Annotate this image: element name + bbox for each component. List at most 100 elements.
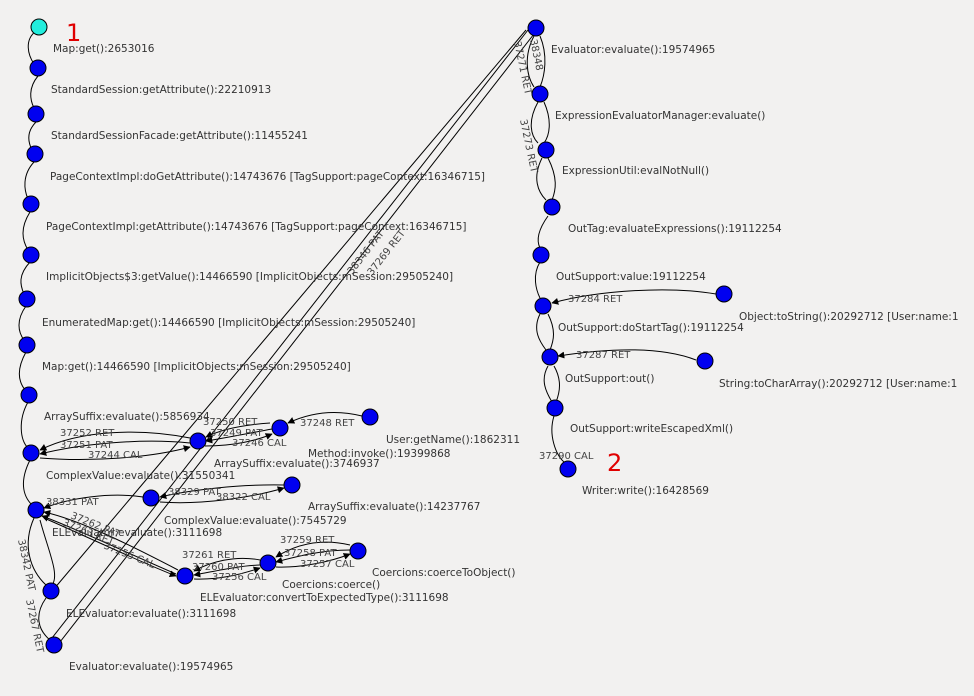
edge-label: 37251 PAT [60, 440, 113, 451]
node-label: PageContextImpl:doGetAttribute():1474367… [50, 171, 485, 183]
graph-node[interactable] [531, 85, 549, 103]
graph-node[interactable] [18, 290, 36, 308]
edge [275, 553, 351, 568]
edge-label: 37261 RET [182, 550, 237, 561]
graph-node[interactable] [42, 582, 60, 600]
graph-node[interactable] [142, 489, 160, 507]
graph-node[interactable] [559, 460, 577, 478]
graph-node[interactable] [259, 554, 277, 572]
edge-label: 37259 RET [280, 535, 335, 546]
edge [39, 519, 56, 586]
edge [24, 161, 35, 200]
graph-node[interactable] [22, 195, 40, 213]
node-label: ArraySuffix:evaluate():3746937 [214, 458, 380, 470]
node-label: OutTag:evaluateExpressions():19112254 [568, 223, 782, 235]
graph-node[interactable] [349, 542, 367, 560]
node-label: ELEvaluator:convertToExpectedType():3111… [200, 592, 449, 604]
graph-node[interactable] [176, 567, 194, 585]
graph-node[interactable] [696, 352, 714, 370]
node-label: PageContextImpl:getAttribute():14743676 … [46, 221, 466, 233]
graph-node[interactable] [543, 198, 561, 216]
node-label: ELEvaluator:evaluate():3111698 [52, 527, 222, 539]
edge [536, 313, 547, 351]
node-label: User:getName():1862311 [386, 434, 520, 446]
node-label: ArraySuffix:evaluate():14237767 [308, 501, 480, 513]
edge-label: 37258 PAT [284, 548, 337, 559]
edge [275, 549, 351, 564]
edge-label: 37244 CAL [88, 450, 143, 461]
edge-label: 37252 RET [60, 428, 115, 439]
edge [530, 101, 539, 144]
edge [551, 415, 565, 463]
edge [41, 514, 177, 575]
graph-node[interactable] [527, 19, 545, 37]
graph-node[interactable] [45, 636, 63, 654]
graph-node[interactable] [29, 59, 47, 77]
edge [287, 411, 363, 424]
edge-label: 38322 CAL [216, 492, 271, 503]
graph-node[interactable] [283, 476, 301, 494]
graph-node-start[interactable] [30, 18, 48, 36]
edge [39, 440, 191, 456]
graph-node[interactable] [22, 444, 40, 462]
node-label: ComplexValue:evaluate():31550341 [46, 470, 235, 482]
edge-label: 37256 CAL [212, 572, 267, 583]
edge-label: 37290 CAL [539, 451, 594, 462]
node-label: ArraySuffix:evaluate():5856934 [44, 411, 210, 423]
node-label: Coercions:coerce() [282, 579, 380, 591]
edge [553, 365, 560, 403]
node-label: Map:get():14466590 [ImplicitObjects:mSes… [42, 361, 351, 373]
edge [536, 157, 547, 201]
end-marker: 2 [607, 449, 622, 477]
graph-node[interactable] [537, 141, 555, 159]
graph-node[interactable] [18, 336, 36, 354]
start-marker: 1 [66, 19, 81, 47]
graph-node[interactable] [541, 348, 559, 366]
graph-node[interactable] [26, 145, 44, 163]
edge-label: 37249 PAT [210, 428, 263, 439]
edge [18, 351, 27, 392]
edge [205, 428, 273, 444]
graph-node[interactable] [27, 501, 45, 519]
node-label: ComplexValue:evaluate():7545729 [164, 515, 347, 527]
edge-label: 37246 CAL [232, 438, 287, 449]
graph-node[interactable] [534, 297, 552, 315]
node-label: ExpressionEvaluatorManager:evaluate() [555, 110, 765, 122]
graph-node[interactable] [715, 285, 733, 303]
graph-node[interactable] [20, 386, 38, 404]
graph-node[interactable] [361, 408, 379, 426]
edge [59, 33, 535, 643]
edge [543, 365, 553, 403]
edge-label: 37267 RET [23, 598, 45, 654]
graph-node[interactable] [189, 432, 207, 450]
edge [547, 157, 556, 201]
edge [20, 401, 29, 449]
edge-label: 37273 RET [517, 118, 539, 174]
edge-label: 38348 [527, 38, 544, 71]
edge [18, 305, 27, 341]
graph-node[interactable] [271, 419, 289, 437]
edge-label: 37260 PAT [192, 562, 245, 573]
node-label: ImplicitObjects$3:getValue():14466590 [I… [46, 271, 453, 283]
node-label: Coercions:coerceToObject() [372, 567, 516, 579]
edge [47, 29, 527, 597]
graph-node[interactable] [546, 399, 564, 417]
edge [39, 445, 191, 461]
graph-node[interactable] [27, 105, 45, 123]
graph-node[interactable] [532, 246, 550, 264]
edge [43, 517, 177, 577]
node-label: EnumeratedMap:get():14466590 [ImplicitOb… [42, 317, 415, 329]
edge-label: 37287 RET [576, 350, 631, 361]
edge [159, 486, 285, 504]
nodes[interactable] [18, 18, 733, 654]
node-label: Object:toString():20292712 [User:name:1 [739, 311, 959, 323]
edge [43, 509, 179, 571]
node-label: OutSupport:writeEscapedXml() [570, 423, 733, 435]
node-label: Evaluator:evaluate():19574965 [69, 661, 233, 673]
graph-node[interactable] [22, 246, 40, 264]
edge-label: 37250 RET [203, 417, 258, 428]
edge [547, 313, 554, 351]
node-labels: Map:get():2653016 StandardSession:getAtt… [42, 43, 959, 673]
edge [539, 35, 546, 88]
